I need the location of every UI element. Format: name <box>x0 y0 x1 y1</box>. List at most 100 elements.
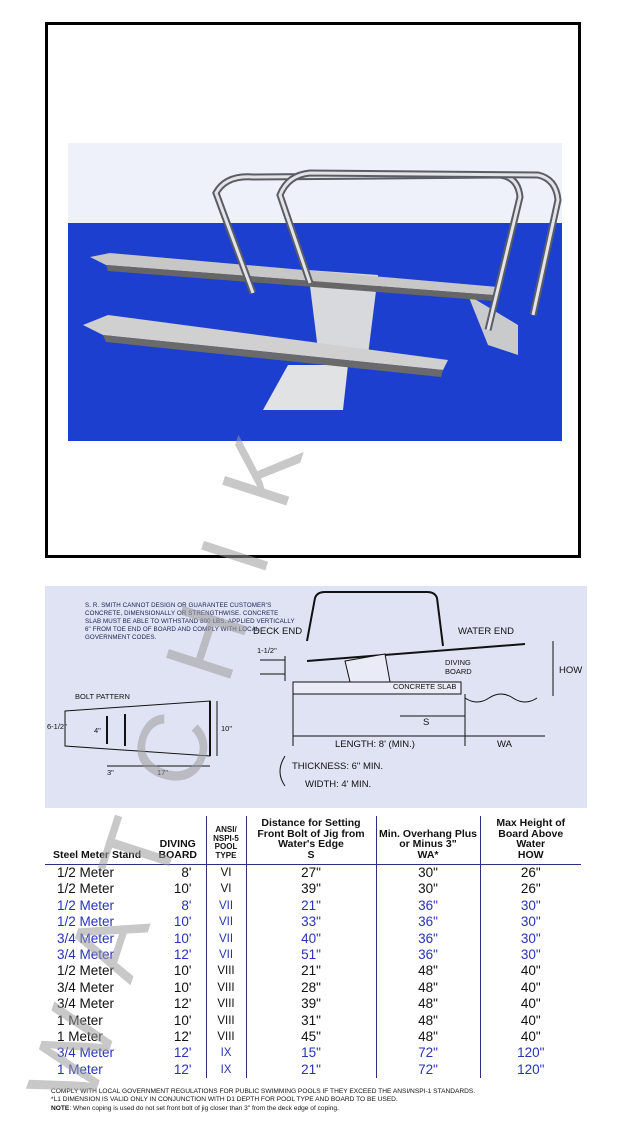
header-ansi: ANSI/ NSPI-5 POOL TYPE <box>205 816 246 865</box>
cell-board: 12' <box>173 1045 192 1061</box>
cell-height-how: 40" <box>479 963 581 980</box>
cell-overhang-wa: 72" <box>375 1045 480 1062</box>
cell-distance-s: 33" <box>245 914 376 931</box>
cell-height-how: 26" <box>479 881 581 898</box>
cell-pool-type: VII <box>205 897 246 915</box>
lower-board-edge <box>103 335 443 377</box>
cell-distance-s: 40" <box>245 930 376 948</box>
header-distance-symbol: S <box>307 848 315 861</box>
cell-overhang-wa: 48" <box>375 979 480 997</box>
cell-stand: 1/2 Meter <box>57 914 115 930</box>
cell-pool-type: VIII <box>205 1029 246 1046</box>
cell-board: 10' <box>173 979 192 995</box>
cell-board: 10' <box>173 914 192 930</box>
cell-overhang-wa: 36" <box>375 914 480 931</box>
dim-10-label: 10" <box>221 724 233 733</box>
cell-pool-type: VIII <box>205 979 246 997</box>
wa-label: WA <box>497 739 512 750</box>
cell-stand: 1/2 Meter <box>57 963 115 979</box>
cell-stand: 1 Meter <box>57 1029 103 1045</box>
note-text: : When coping is used do not set front b… <box>69 1104 339 1112</box>
cell-stand: 3/4 Meter <box>57 930 115 946</box>
header-distance-text: Distance for Setting Front Bolt of Jig f… <box>257 817 365 850</box>
header-overhang-symbol: WA* <box>417 848 439 861</box>
cell-pool-type: IX <box>205 1061 246 1079</box>
thickness-label: THICKNESS: 6" MIN. <box>292 761 383 772</box>
cell-stand: 3/4 Meter <box>57 947 115 963</box>
cell-height-how: 30" <box>479 914 581 931</box>
cell-board: 12' <box>173 947 192 963</box>
cell-height-how: 120" <box>479 1045 581 1062</box>
stand-rear <box>308 270 378 355</box>
header-height-symbol: HOW <box>517 848 544 861</box>
cell-height-how: 40" <box>479 1029 581 1046</box>
header-height-text: Max Height of Board Above Water <box>496 817 566 850</box>
spec-table: Steel Meter Stand DIVING BOARD ANSI/ NSP… <box>45 816 581 1079</box>
note-label: NOTE <box>51 1104 70 1112</box>
concrete-note: S. R. SMITH CANNOT DESIGN OR GUARANTEE C… <box>85 602 295 641</box>
cell-pool-type: VI <box>205 864 246 882</box>
cell-pool-type: VII <box>205 930 246 948</box>
stand-front <box>263 365 348 410</box>
rail-drawing <box>306 591 444 647</box>
stand-drawing <box>344 653 391 683</box>
header-distance: Distance for Setting Front Bolt of Jig f… <box>245 816 376 865</box>
how-label: HOW <box>559 665 583 676</box>
board-drawing <box>306 643 526 662</box>
cell-distance-s: 28" <box>245 979 376 997</box>
cell-stand: 3/4 Meter <box>57 979 115 995</box>
upper-board <box>90 253 498 295</box>
cell-stand: 1/2 Meter <box>57 897 115 913</box>
photo-sky <box>68 143 562 223</box>
handrail-right-highlight <box>278 171 560 316</box>
cell-board: 10' <box>173 881 192 897</box>
cell-height-how: 26" <box>479 864 581 882</box>
cell-pool-type: VI <box>205 881 246 898</box>
diving-board-photo <box>68 143 562 441</box>
diving-label: DIVING <box>445 658 471 667</box>
cell-pool-type: VIII <box>205 963 246 980</box>
length-label: LENGTH: 8' (MIN.) <box>335 739 415 750</box>
cell-pool-type: IX <box>205 1045 246 1062</box>
cell-overhang-wa: 48" <box>375 963 480 980</box>
cell-overhang-wa: 72" <box>375 1061 480 1079</box>
width-label: WIDTH: 4' MIN. <box>305 779 372 790</box>
spec-table-header: Steel Meter Stand DIVING BOARD ANSI/ NSP… <box>45 816 581 865</box>
water-wave-drawing <box>464 693 538 703</box>
cell-stand: 3/4 Meter <box>57 1045 115 1061</box>
cell-height-how: 40" <box>479 996 581 1013</box>
footnote-regulations: COMPLY WITH LOCAL GOVERNMENT REGULATIONS… <box>51 1088 476 1095</box>
stand-rear-right <box>468 295 518 355</box>
dim-6-half-label: 6-1/2" <box>47 722 67 731</box>
footnote-l1: *L1 DIMENSION IS VALID ONLY IN CONJUNCTI… <box>51 1096 398 1104</box>
concrete-slab-label: CONCRETE SLAB <box>393 682 457 691</box>
cell-stand: 1/2 Meter <box>57 881 115 897</box>
cell-board: 8' <box>181 897 192 913</box>
deck-end-label: DECK END <box>253 626 303 637</box>
slab-bracket <box>279 755 286 787</box>
cell-overhang-wa: 48" <box>375 1012 480 1030</box>
cell-board: 12' <box>173 1061 192 1077</box>
cell-pool-type: VIII <box>205 996 246 1013</box>
cell-distance-s: 27" <box>245 864 376 882</box>
cell-board: 10' <box>173 930 192 946</box>
cell-board: 12' <box>173 1029 192 1045</box>
cell-distance-s: 15" <box>245 1045 376 1062</box>
dim-17-label: 17" <box>157 768 169 777</box>
cell-board: 8' <box>181 865 192 880</box>
header-overhang-text: Min. Overhang Plus or Minus 3" <box>378 827 478 850</box>
cell-board: 10' <box>173 963 192 979</box>
cell-distance-s: 21" <box>245 897 376 915</box>
cell-stand: 1/2 Meter <box>57 865 115 880</box>
dim-3-label: 3" <box>107 768 114 777</box>
